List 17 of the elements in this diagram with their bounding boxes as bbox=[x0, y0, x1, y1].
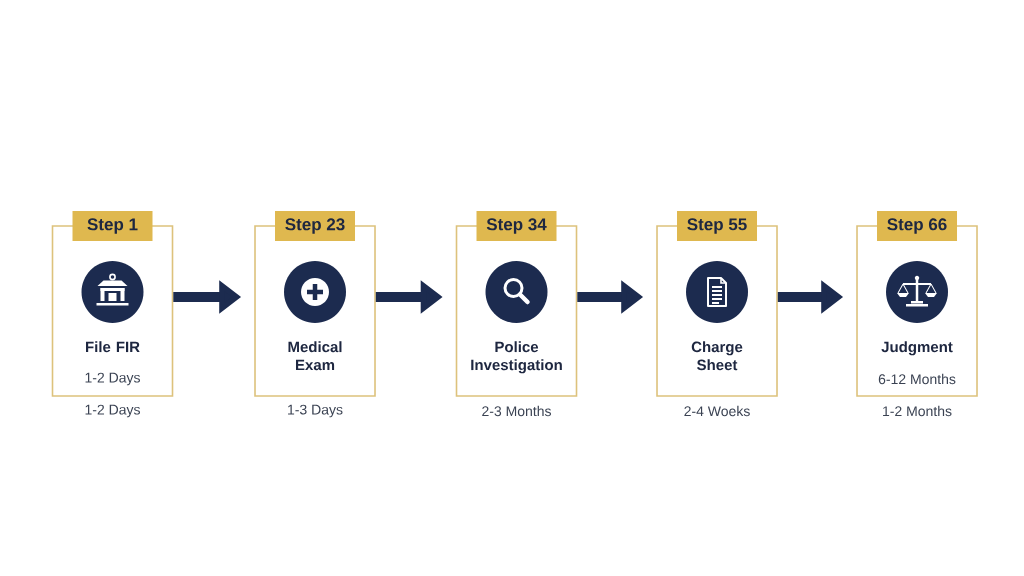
duration-text: 6-12 Months bbox=[878, 373, 956, 385]
step-title: File FIR bbox=[86, 341, 140, 353]
duration-label: 1-2 Days bbox=[85, 404, 140, 418]
step-title: Medical Exam bbox=[288, 341, 342, 371]
step-tab: Step 1 bbox=[72, 211, 153, 241]
duration-label: 2-3 Months bbox=[482, 405, 551, 417]
step-title: Charge Sheet bbox=[691, 341, 743, 371]
step-tab: Step 55 bbox=[677, 211, 757, 241]
step-tab: Step 34 bbox=[476, 211, 557, 241]
duration-label: 2-4 Woeks bbox=[684, 405, 750, 417]
duration-label: 1-3 Days bbox=[288, 404, 343, 418]
duration-label: 1-2 Months bbox=[883, 405, 952, 417]
step-tab: Step 23 bbox=[275, 211, 355, 241]
duration-text: 1-2 Days bbox=[85, 372, 140, 386]
step-tab: Step 66 bbox=[877, 211, 957, 241]
step-title: Judgment bbox=[881, 341, 953, 356]
step-title: Police Investigation bbox=[471, 341, 562, 374]
